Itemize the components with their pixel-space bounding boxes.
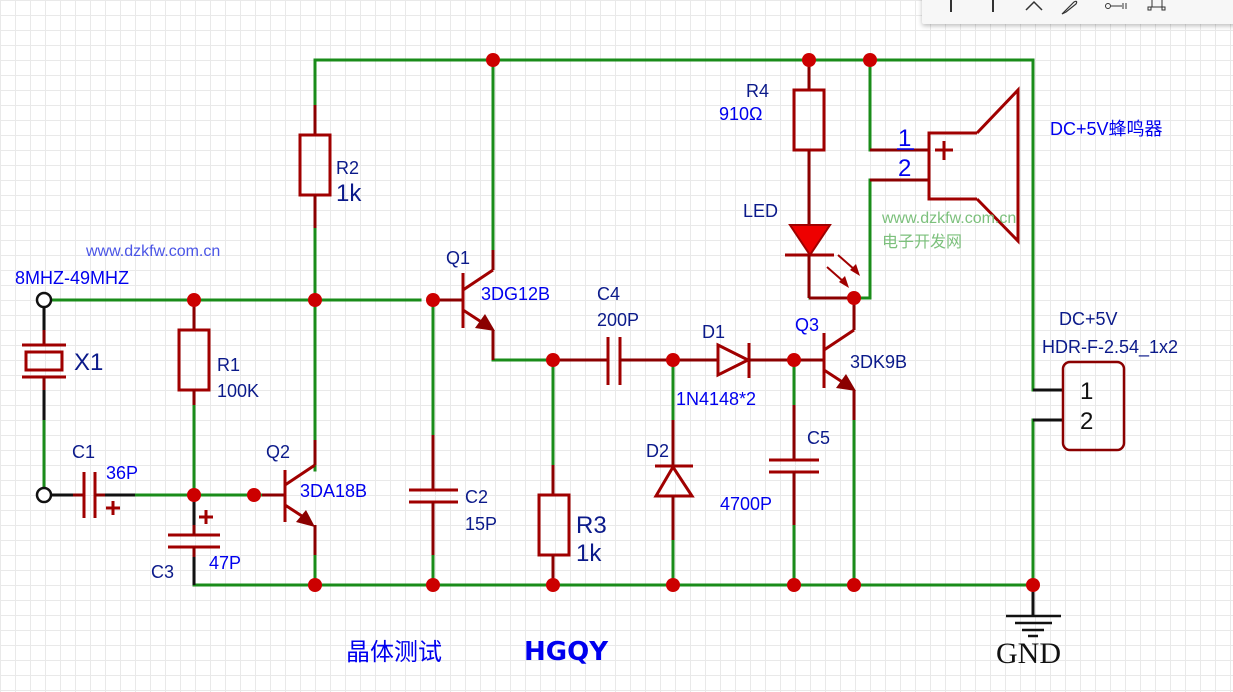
c4-ref: C4: [597, 284, 620, 304]
c1-port-terminal[interactable]: [35, 486, 53, 504]
r1-value: 100K: [217, 381, 259, 401]
drawing-toolbar: [922, 0, 1233, 24]
q3-ref: Q3: [795, 315, 819, 335]
junction-dot: [308, 293, 322, 307]
resistor-r1[interactable]: [177, 300, 211, 405]
header-pin1-label: 1: [1080, 378, 1093, 405]
junction-dot: [787, 578, 801, 592]
c1-ref: C1: [72, 442, 95, 462]
watermark-url-left: www.dzkfw.com.cn: [85, 243, 220, 260]
led[interactable]: [785, 224, 860, 300]
diode-d1[interactable]: [673, 342, 794, 378]
junction-dot: [308, 578, 322, 592]
junction-dot: [486, 53, 500, 67]
c2-ref: C2: [465, 487, 488, 507]
junction-dot: [863, 53, 877, 67]
resistor-r2[interactable]: [298, 105, 332, 228]
gnd-label: GND: [996, 637, 1061, 670]
ground-symbol: [1006, 585, 1061, 638]
dc-header[interactable]: [1033, 360, 1126, 452]
junction-dot: [426, 578, 440, 592]
c2-value: 15P: [465, 514, 497, 534]
r2-ref: R2: [336, 158, 359, 178]
capacitor-c1[interactable]: [51, 472, 135, 518]
junction-dot: [546, 578, 560, 592]
c1-value: 36P: [106, 463, 138, 483]
watermark-url-right: www.dzkfw.com.cn: [881, 210, 1016, 227]
r2-value: 1k: [336, 180, 362, 207]
transistor-q3[interactable]: [794, 298, 856, 420]
q1-value: 3DG12B: [481, 284, 550, 304]
junction-dot: [247, 488, 261, 502]
c4-value: 200P: [597, 310, 639, 330]
title-cn: 晶体测试: [346, 638, 442, 666]
polyline-tool-icon[interactable]: [1025, 0, 1043, 11]
c3-value: 47P: [209, 553, 241, 573]
junction-dot: [847, 291, 861, 305]
r3-ref: R3: [576, 512, 607, 539]
crystal-x1[interactable]: [22, 308, 66, 420]
q2-ref: Q2: [266, 442, 290, 462]
x1-ref: X1: [74, 349, 103, 376]
title-code: HGQY: [524, 637, 609, 667]
q3-value: 3DK9B: [850, 352, 907, 372]
header-value: HDR-F-2.54_1x2: [1042, 337, 1178, 358]
capacitor-c2[interactable]: [409, 435, 458, 555]
transistor-q2[interactable]: [262, 440, 317, 555]
resistor-r4[interactable]: [792, 60, 826, 225]
r3-value: 1k: [576, 540, 602, 567]
buzzer-label: DC+5V蜂鸣器: [1050, 119, 1163, 139]
junction-dot: [666, 353, 680, 367]
capacitor-c5[interactable]: [769, 405, 819, 525]
junctions: [187, 53, 1040, 592]
diode-d2[interactable]: [653, 420, 695, 540]
net-label-icon[interactable]: [1105, 3, 1127, 9]
d1-ref: D1: [702, 322, 725, 342]
capacitor-c4[interactable]: [553, 337, 673, 385]
junction-dot: [187, 293, 201, 307]
led-ref: LED: [743, 201, 778, 221]
buzzer-pin2-label: 2: [898, 155, 911, 182]
junction-dot: [187, 488, 201, 502]
junction-dot: [787, 353, 801, 367]
watermark-cn-right: 电子开发网: [882, 233, 962, 251]
c5-value: 4700P: [720, 494, 772, 514]
junction-dot: [546, 353, 560, 367]
wires: [42, 58, 1035, 587]
junction-dot: [847, 578, 861, 592]
q1-ref: Q1: [446, 248, 470, 268]
freq-port-terminal[interactable]: [35, 291, 53, 309]
buzzer[interactable]: [870, 86, 1020, 245]
freehand-draw-icon[interactable]: [1061, 0, 1078, 15]
capacitor-c3[interactable]: [168, 495, 220, 585]
q2-value: 3DA18B: [300, 481, 367, 501]
d1-value: 1N4148*2: [676, 389, 756, 409]
freq-range-label: 8MHZ-49MHZ: [15, 268, 129, 288]
header-pin2-label: 2: [1080, 408, 1093, 435]
junction-dot: [802, 53, 816, 67]
c5-ref: C5: [807, 428, 830, 448]
vcc-rail-wire[interactable]: [313, 58, 1035, 392]
buzzer-pin1-label: 1: [898, 125, 911, 152]
resistor-r3[interactable]: [537, 465, 571, 585]
junction-dot: [426, 293, 440, 307]
r1-ref: R1: [217, 355, 240, 375]
c3-ref: C3: [151, 562, 174, 582]
r4-ref: R4: [746, 81, 769, 101]
r4-value: 910Ω: [719, 104, 763, 124]
bounding-box-icon[interactable]: [1147, 0, 1166, 11]
junction-dot: [1026, 578, 1040, 592]
header-ref: DC+5V: [1059, 309, 1118, 329]
d2-ref: D2: [646, 441, 669, 461]
junction-dot: [666, 578, 680, 592]
